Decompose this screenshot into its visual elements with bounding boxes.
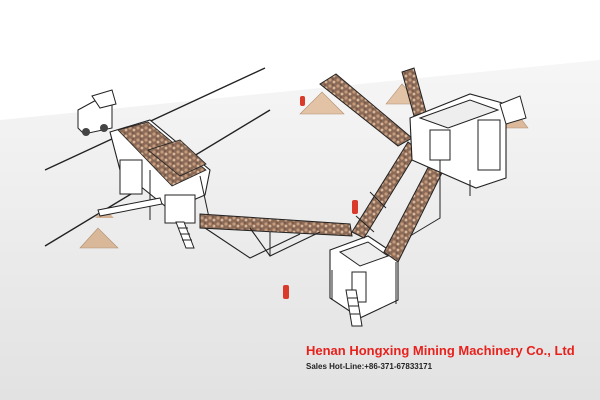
red-figure-icon [283,96,358,299]
dump-truck-icon [77,89,117,136]
conveyor-main [199,213,353,259]
vibrating-screen-house [409,93,527,196]
sales-hotline: Sales Hot-Line:+86-371-67833171 [306,362,433,371]
stockpile-left [79,227,119,249]
primary-feeder-station [97,119,211,249]
secondary-crusher-station [329,235,399,327]
stockpile-top-center [299,91,345,115]
company-name: Henan Hongxing Mining Machinery Co., Ltd [306,343,575,358]
